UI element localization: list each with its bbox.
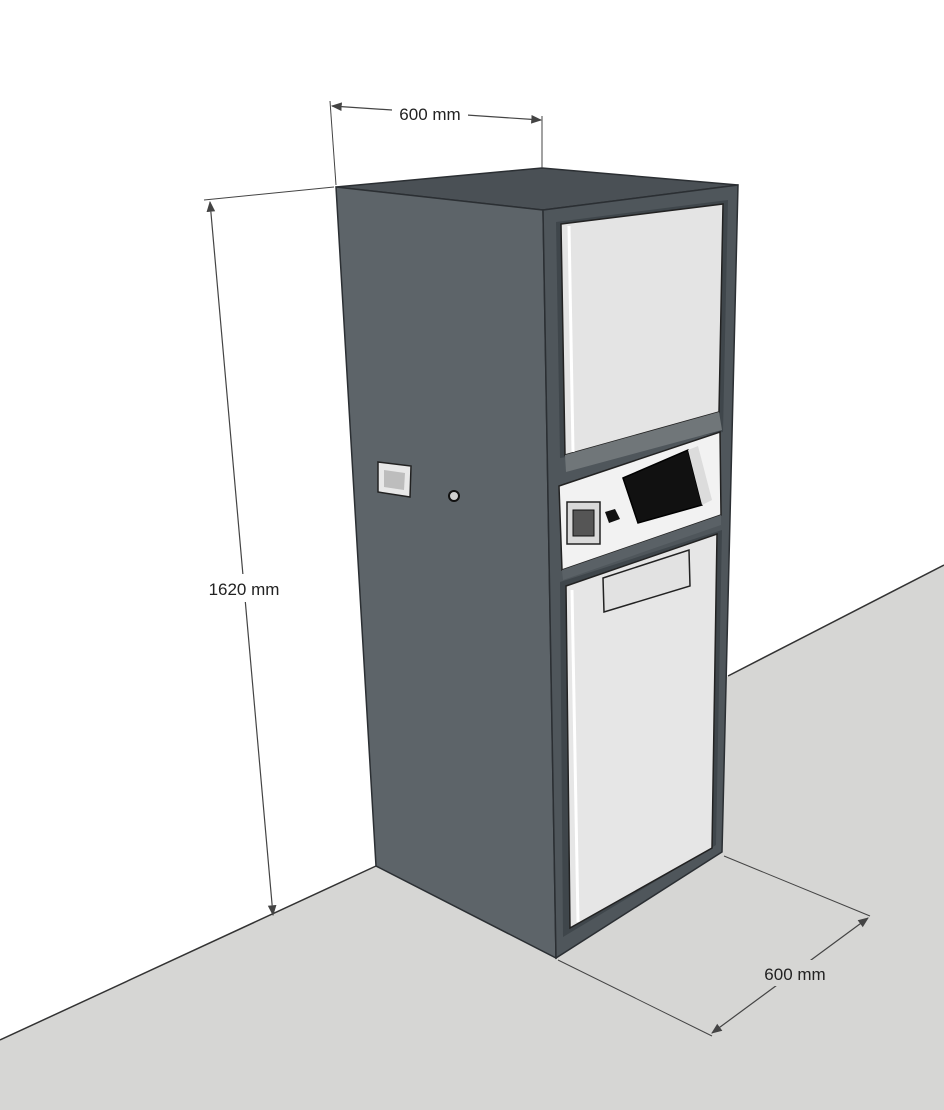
depth-extension-back	[723, 855, 871, 917]
height-label-backdrop	[200, 574, 290, 602]
side-slot-inner	[384, 470, 405, 490]
lower-door-label-plate	[602, 548, 691, 614]
depth-bottom-label: 600 mm	[764, 965, 825, 984]
dimension-height: 1620 mm	[200, 186, 335, 917]
dimension-depth-bottom: 600 mm	[557, 855, 871, 1037]
upper-door	[560, 203, 724, 456]
lower-door	[565, 532, 718, 930]
indicator-light	[605, 509, 620, 523]
height-label: 1620 mm	[209, 580, 280, 599]
depth-extension-front	[557, 959, 713, 1037]
touch-screen-bezel-shade	[688, 446, 712, 505]
dimension-width-top: 600 mm	[329, 100, 543, 186]
upper-door-hinge-edge	[567, 225, 575, 453]
height-dimension-line	[206, 200, 277, 917]
width-label-backdrop	[392, 100, 468, 126]
lower-door-hinge-edge	[570, 589, 580, 923]
height-extension-top	[203, 186, 335, 201]
cabinet	[335, 167, 739, 960]
card-reader-slot	[572, 509, 595, 537]
width-top-label: 600 mm	[399, 105, 460, 124]
floor-wall-edge-right	[727, 564, 944, 677]
side-lock	[448, 490, 460, 502]
upper-door-bottom-shadow	[565, 412, 722, 472]
floor-wall-edge-left	[0, 865, 377, 1041]
control-panel-ledge	[562, 515, 721, 580]
depth-label-backdrop	[756, 960, 834, 986]
